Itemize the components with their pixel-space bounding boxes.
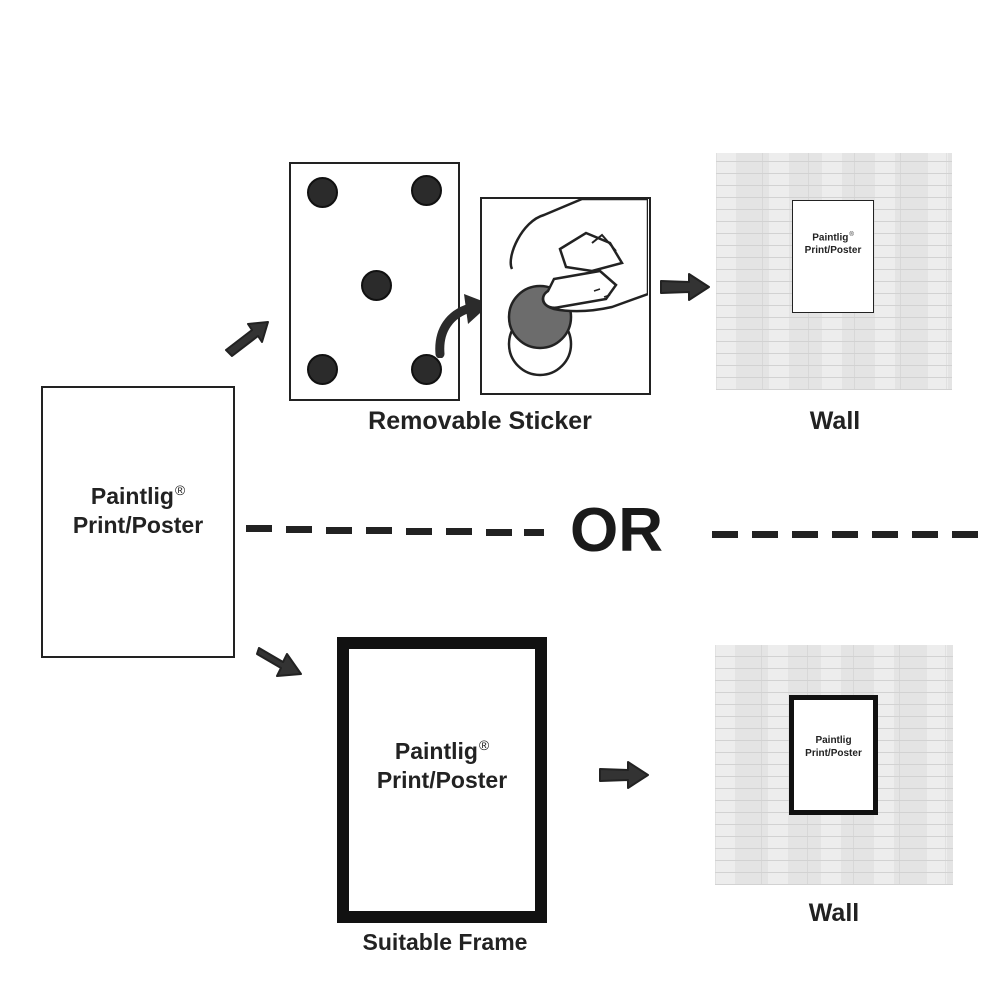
sticker-dot <box>411 175 442 206</box>
arrow-down-right-icon <box>256 647 302 677</box>
source-poster: Paintlig® Print/Poster <box>41 386 235 658</box>
arrow-right-icon <box>660 273 710 301</box>
divider-dash <box>524 529 544 536</box>
divider-dash <box>912 531 938 538</box>
sticker-dot <box>411 354 442 385</box>
divider-dash <box>246 525 272 532</box>
source-poster-subtitle: Print/Poster <box>72 511 204 538</box>
divider-dash <box>286 526 312 533</box>
sticker-sheet <box>289 162 460 401</box>
divider-dash <box>712 531 738 538</box>
sticker-caption: Removable Sticker <box>368 407 592 435</box>
divider-dash <box>832 531 858 538</box>
brick-wall-top: Paintlig® Print/Poster <box>716 153 952 390</box>
divider-dash <box>366 527 392 534</box>
wall-poster-top: Paintlig® Print/Poster <box>792 200 874 313</box>
divider-dash <box>486 529 512 536</box>
frame-caption: Suitable Frame <box>362 929 528 955</box>
registered-mark: ® <box>849 232 854 238</box>
sticker-dot <box>307 354 338 385</box>
peel-sticker-illustration <box>480 197 651 395</box>
framed-poster: Paintlig® Print/Poster <box>337 637 547 923</box>
wall-framed-poster-label: Paintlig Print/Poster <box>794 735 873 760</box>
registered-mark: ® <box>174 483 186 499</box>
framed-poster-brand: Paintlig <box>394 738 478 764</box>
framed-poster-subtitle: Print/Poster <box>376 766 508 793</box>
wall-caption-top: Wall <box>809 407 861 435</box>
divider-dash <box>326 527 352 534</box>
wall-framed-poster: Paintlig Print/Poster <box>789 695 878 815</box>
hand-peeling-icon <box>507 199 648 377</box>
arrow-right-icon <box>599 761 649 789</box>
registered-mark: ® <box>478 738 490 754</box>
framed-poster-label: Paintlig® Print/Poster <box>349 737 535 795</box>
divider-dash <box>792 531 818 538</box>
sticker-dot <box>361 270 392 301</box>
wall-framed-poster-subtitle: Print/Poster <box>805 747 862 759</box>
sticker-dot <box>307 177 338 208</box>
arrow-up-right-icon <box>225 321 269 357</box>
or-label: OR <box>570 496 663 565</box>
divider-dash <box>872 531 898 538</box>
wall-poster-top-brand: Paintlig <box>812 232 849 244</box>
divider-dash <box>446 528 472 535</box>
divider-dash <box>752 531 778 538</box>
divider-dash <box>406 528 432 535</box>
source-poster-label: Paintlig® Print/Poster <box>43 482 233 540</box>
source-poster-brand: Paintlig <box>90 483 174 509</box>
wall-poster-top-label: Paintlig® Print/Poster <box>793 232 873 257</box>
wall-poster-top-subtitle: Print/Poster <box>804 244 862 256</box>
wall-caption-bottom: Wall <box>808 899 860 927</box>
brick-wall-bottom: Paintlig Print/Poster <box>715 645 953 885</box>
divider-dash <box>952 531 978 538</box>
wall-framed-poster-brand: Paintlig <box>815 735 852 746</box>
